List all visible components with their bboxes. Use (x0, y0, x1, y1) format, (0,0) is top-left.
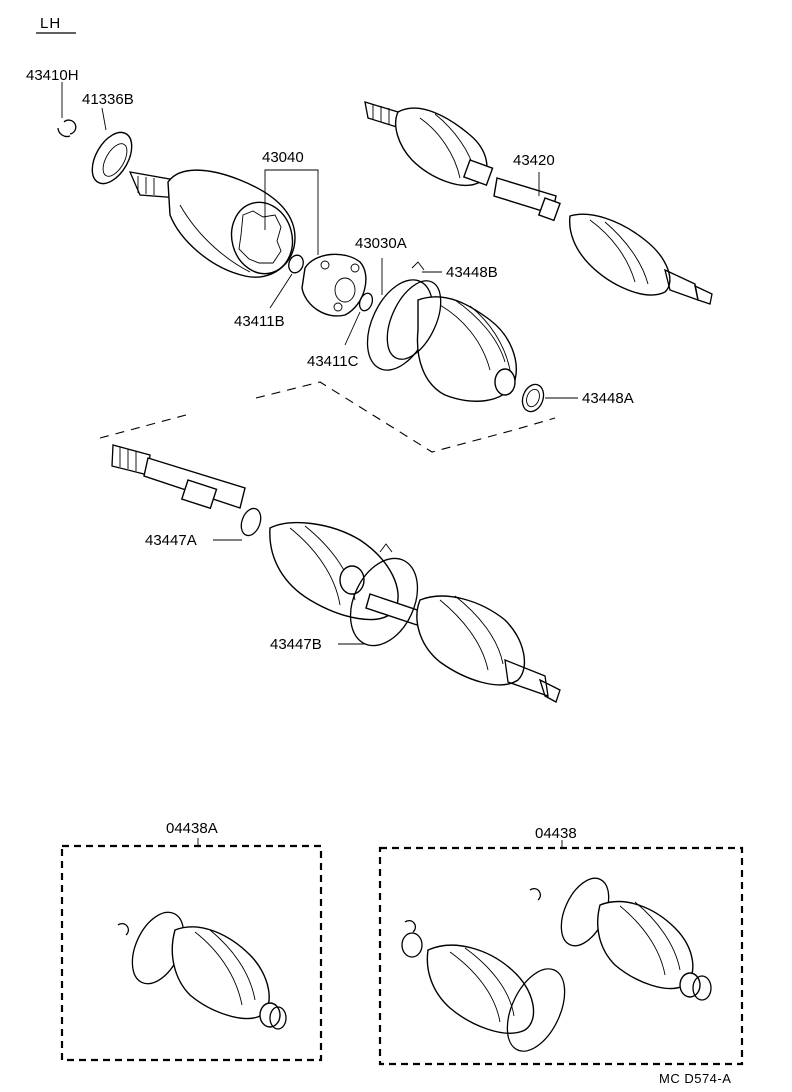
assembled-drive-shaft[interactable] (111, 444, 561, 703)
tripod-joint[interactable] (301, 253, 367, 317)
boot-band-43447b[interactable] (337, 543, 430, 656)
kit-04438a-parts[interactable] (117, 904, 287, 1030)
label-43448b: 43448B (446, 264, 498, 281)
label-43447a: 43447A (145, 532, 197, 549)
snap-ring-43411c[interactable] (344, 291, 375, 346)
kit-04438 (378, 840, 744, 1066)
label-43411b: 43411B (234, 313, 285, 330)
snap-ring-43410h[interactable] (57, 82, 77, 138)
kit-04438a (60, 838, 323, 1062)
boot-clamp-43448b[interactable] (376, 261, 451, 367)
boot-clamp-43448a[interactable] (519, 381, 578, 414)
label-04438a: 04438A (166, 820, 218, 837)
label-43420: 43420 (513, 152, 555, 169)
side-indicator: LH (36, 15, 76, 34)
label-43448a: 43448A (582, 390, 634, 407)
boot-band-43447a[interactable] (213, 506, 264, 541)
exploded-guide-left (99, 414, 187, 439)
label-43411c: 43411C (307, 353, 359, 370)
kit-04438-box (378, 846, 744, 1066)
label-43040: 43040 (262, 149, 304, 166)
snap-ring-43411b[interactable] (269, 253, 306, 309)
label-43410h: 43410H (26, 67, 79, 84)
boot-kit-43030a[interactable] (354, 258, 517, 402)
leader-43040 (264, 169, 319, 255)
shaft-assy-43420[interactable] (364, 101, 713, 305)
kit-04438a-box (60, 844, 323, 1062)
side-label: LH (40, 15, 61, 32)
label-41336b: 41336B (82, 91, 134, 108)
label-43030a: 43030A (355, 235, 407, 252)
dust-seal-41336b[interactable] (84, 107, 140, 190)
diagram-code: MC D574-A (659, 1071, 731, 1086)
outboard-joint-43040[interactable] (128, 169, 300, 280)
label-43447b: 43447B (270, 636, 322, 653)
label-04438: 04438 (535, 825, 577, 842)
exploded-guide-top (255, 381, 556, 453)
kit-04438-parts[interactable] (401, 871, 712, 1060)
